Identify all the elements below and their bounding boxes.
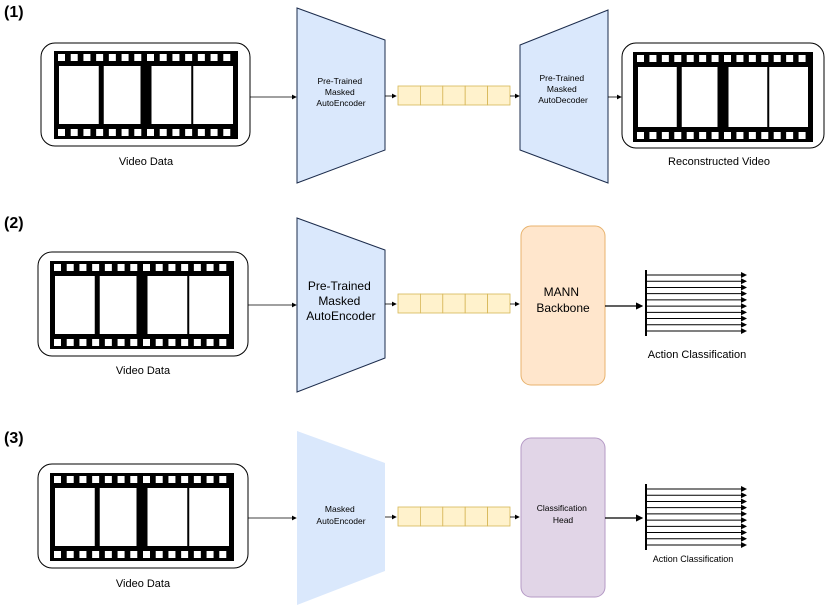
- latent-token-sequence: [397, 85, 511, 106]
- row-3-label: (3): [4, 430, 24, 447]
- row-2-label: (2): [4, 215, 24, 232]
- video-data-caption: Video Data: [116, 365, 171, 377]
- head-label: Classification Head: [537, 503, 589, 525]
- decoder-label: Pre-Trained Masked AutoDecoder: [538, 73, 588, 105]
- action-classification-caption: Action Classification: [653, 554, 734, 564]
- row-1-label: (1): [4, 4, 24, 21]
- pretrained-masked-autoencoder: [296, 217, 386, 393]
- video-data-caption: Video Data: [119, 156, 174, 168]
- encoder-label: Pre-Trained Masked AutoEncoder: [316, 76, 365, 108]
- latent-token-sequence: [397, 506, 511, 527]
- reconstructed-video-caption: Reconstructed Video: [668, 156, 770, 168]
- action-classification-caption: Action Classification: [648, 349, 746, 361]
- film-strip-icon: [621, 42, 825, 149]
- multi-arrow-output-icon: [645, 484, 747, 550]
- film-strip-icon: [37, 463, 249, 569]
- film-strip-icon: [40, 42, 251, 147]
- pretrained-masked-autoencoder: [296, 7, 386, 184]
- multi-arrow-output-icon: [645, 270, 747, 336]
- encoder-label: Pre-Trained Masked AutoEncoder: [306, 279, 375, 323]
- pretrained-masked-autodecoder: [519, 9, 609, 184]
- film-strip-icon: [37, 251, 249, 357]
- masked-autoencoder: [297, 431, 385, 605]
- backbone-label: MANN Backbone: [536, 285, 590, 315]
- encoder-label: Masked AutoEncoder: [316, 504, 365, 526]
- latent-token-sequence: [397, 293, 511, 314]
- video-data-caption: Video Data: [116, 578, 171, 590]
